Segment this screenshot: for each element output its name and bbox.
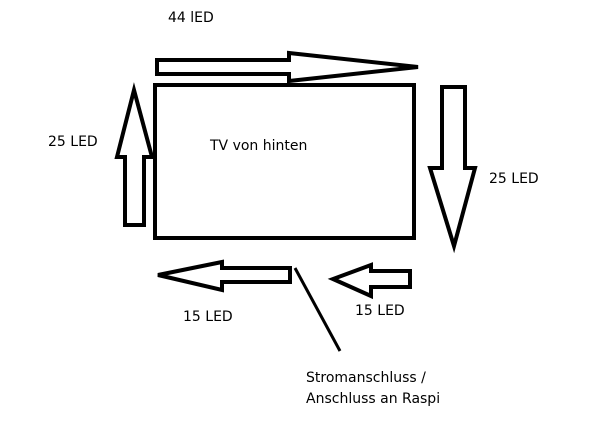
connection-label-line2: Anschluss an Raspi — [306, 391, 440, 407]
bottom-right-arrow-left — [327, 262, 412, 300]
left-arrow-up — [114, 82, 155, 227]
bottom-right-led-count-label: 15 LED — [355, 303, 405, 319]
right-arrow-down — [427, 85, 478, 254]
tv-rectangle — [153, 83, 416, 240]
left-led-count-label: 25 LED — [48, 134, 98, 150]
top-led-count-label: 44 lED — [168, 10, 214, 26]
top-arrow-right — [155, 50, 419, 84]
right-led-count-label: 25 LED — [489, 171, 539, 187]
bottom-left-led-count-label: 15 LED — [183, 309, 233, 325]
connection-label-line1: Stromanschluss / — [306, 370, 426, 386]
bottom-left-arrow-left — [157, 259, 292, 293]
tv-label: TV von hinten — [209, 138, 307, 154]
connection-line — [293, 267, 342, 352]
